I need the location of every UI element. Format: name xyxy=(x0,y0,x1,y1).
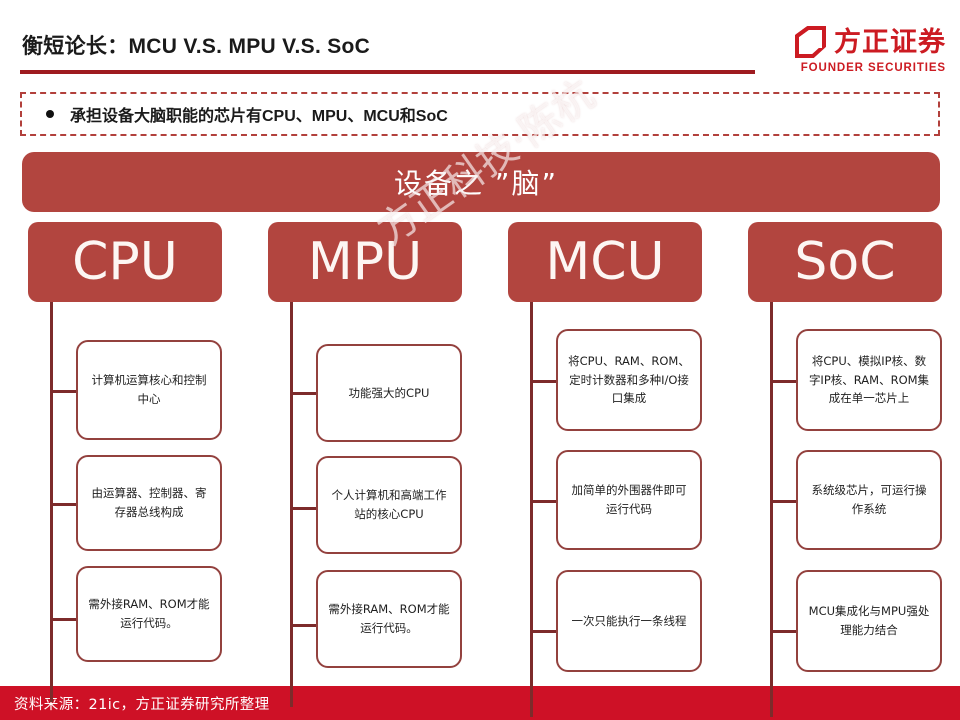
comparison-diagram: CPU 计算机运算核心和控制中心 由运算器、控制器、寄存器总线构成 需外接RAM… xyxy=(0,222,960,717)
title-underline-rule xyxy=(20,70,755,74)
company-logo: 方正证券 FOUNDER SECURITIES xyxy=(746,24,946,76)
column-header-mcu[interactable]: MCU xyxy=(508,222,702,302)
connector-trunk-soc xyxy=(770,302,773,717)
column-header-label: SoC xyxy=(794,232,896,292)
bullet-dot-icon xyxy=(46,110,54,118)
column-header-label: MCU xyxy=(545,232,665,292)
column-header-cpu[interactable]: CPU xyxy=(28,222,222,302)
logo-chinese-name: 方正证券 xyxy=(834,27,946,58)
detail-card[interactable]: 由运算器、控制器、寄存器总线构成 xyxy=(76,455,222,551)
detail-card-text: 个人计算机和高端工作站的核心CPU xyxy=(331,488,447,521)
connector-stub xyxy=(770,380,797,383)
detail-card-text: MCU集成化与MPU强处理能力结合 xyxy=(808,604,930,637)
connector-stub xyxy=(770,630,797,633)
detail-card[interactable]: 个人计算机和高端工作站的核心CPU xyxy=(316,456,462,554)
detail-card[interactable]: 一次只能执行一条线程 xyxy=(556,570,702,672)
detail-card[interactable]: 将CPU、RAM、ROM、定时计数器和多种I/O接口集成 xyxy=(556,329,702,431)
connector-stub xyxy=(290,624,317,627)
detail-card-text: 功能强大的CPU xyxy=(348,385,430,400)
connector-stub xyxy=(50,390,77,393)
detail-card[interactable]: MCU集成化与MPU强处理能力结合 xyxy=(796,570,942,672)
connector-stub xyxy=(50,618,77,621)
column-header-mpu[interactable]: MPU xyxy=(268,222,462,302)
bullet-text: 承担设备大脑职能的芯片有CPU、MPU、MCU和SoC xyxy=(70,108,448,125)
connector-trunk-mcu xyxy=(530,302,533,717)
detail-card-text: 一次只能执行一条线程 xyxy=(571,613,687,628)
detail-card-text: 将CPU、模拟IP核、数字IP核、RAM、ROM集成在单一芯片上 xyxy=(808,353,930,406)
logo-row: 方正证券 xyxy=(794,26,946,59)
logo-english-name: FOUNDER SECURITIES xyxy=(800,62,946,74)
column-header-soc[interactable]: SoC xyxy=(748,222,942,302)
connector-stub xyxy=(290,392,317,395)
detail-card-text: 由运算器、控制器、寄存器总线构成 xyxy=(91,486,207,519)
connector-stub xyxy=(50,503,77,506)
connector-trunk-mpu xyxy=(290,302,293,707)
slide-title: 衡短论长：MCU V.S. MPU V.S. SoC xyxy=(22,35,371,58)
bullet-callout-box: 承担设备大脑职能的芯片有CPU、MPU、MCU和SoC xyxy=(20,92,940,136)
diagram-column-soc: SoC 将CPU、模拟IP核、数字IP核、RAM、ROM集成在单一芯片上 系统级… xyxy=(748,222,942,717)
connector-stub xyxy=(290,507,317,510)
detail-card[interactable]: 需外接RAM、ROM才能运行代码。 xyxy=(316,570,462,668)
detail-card-text: 需外接RAM、ROM才能运行代码。 xyxy=(88,597,210,630)
footer-source-text: 资料来源：21ic，方正证券研究所整理 xyxy=(14,696,270,713)
detail-card-text: 需外接RAM、ROM才能运行代码。 xyxy=(328,602,450,635)
diagram-column-cpu: CPU 计算机运算核心和控制中心 由运算器、控制器、寄存器总线构成 需外接RAM… xyxy=(28,222,222,702)
detail-card-text: 计算机运算核心和控制中心 xyxy=(91,373,207,406)
detail-card-text: 系统级芯片，可运行操作系统 xyxy=(811,483,927,516)
diagram-column-mpu: MPU 功能强大的CPU 个人计算机和高端工作站的核心CPU 需外接RAM、RO… xyxy=(268,222,462,707)
detail-card-text: 加简单的外围器件即可运行代码 xyxy=(571,483,687,516)
founder-diamond-logo-icon xyxy=(794,26,827,59)
connector-stub xyxy=(530,380,557,383)
connector-trunk-cpu xyxy=(50,302,53,702)
column-header-label: CPU xyxy=(72,232,178,292)
detail-card-text: 将CPU、RAM、ROM、定时计数器和多种I/O接口集成 xyxy=(568,353,690,406)
detail-card[interactable]: 功能强大的CPU xyxy=(316,344,462,442)
footer-source-bar: 资料来源：21ic，方正证券研究所整理 xyxy=(0,686,960,720)
detail-card[interactable]: 加简单的外围器件即可运行代码 xyxy=(556,450,702,550)
detail-card[interactable]: 将CPU、模拟IP核、数字IP核、RAM、ROM集成在单一芯片上 xyxy=(796,329,942,431)
column-header-label: MPU xyxy=(307,232,423,292)
connector-stub xyxy=(530,500,557,503)
connector-stub xyxy=(770,500,797,503)
connector-stub xyxy=(530,630,557,633)
brain-banner: 设备之 ”脑” xyxy=(22,152,940,212)
detail-card[interactable]: 需外接RAM、ROM才能运行代码。 xyxy=(76,566,222,662)
diagram-column-mcu: MCU 将CPU、RAM、ROM、定时计数器和多种I/O接口集成 加简单的外围器… xyxy=(508,222,702,717)
detail-card[interactable]: 计算机运算核心和控制中心 xyxy=(76,340,222,440)
brain-banner-label: 设备之 ”脑” xyxy=(394,167,558,200)
detail-card[interactable]: 系统级芯片，可运行操作系统 xyxy=(796,450,942,550)
